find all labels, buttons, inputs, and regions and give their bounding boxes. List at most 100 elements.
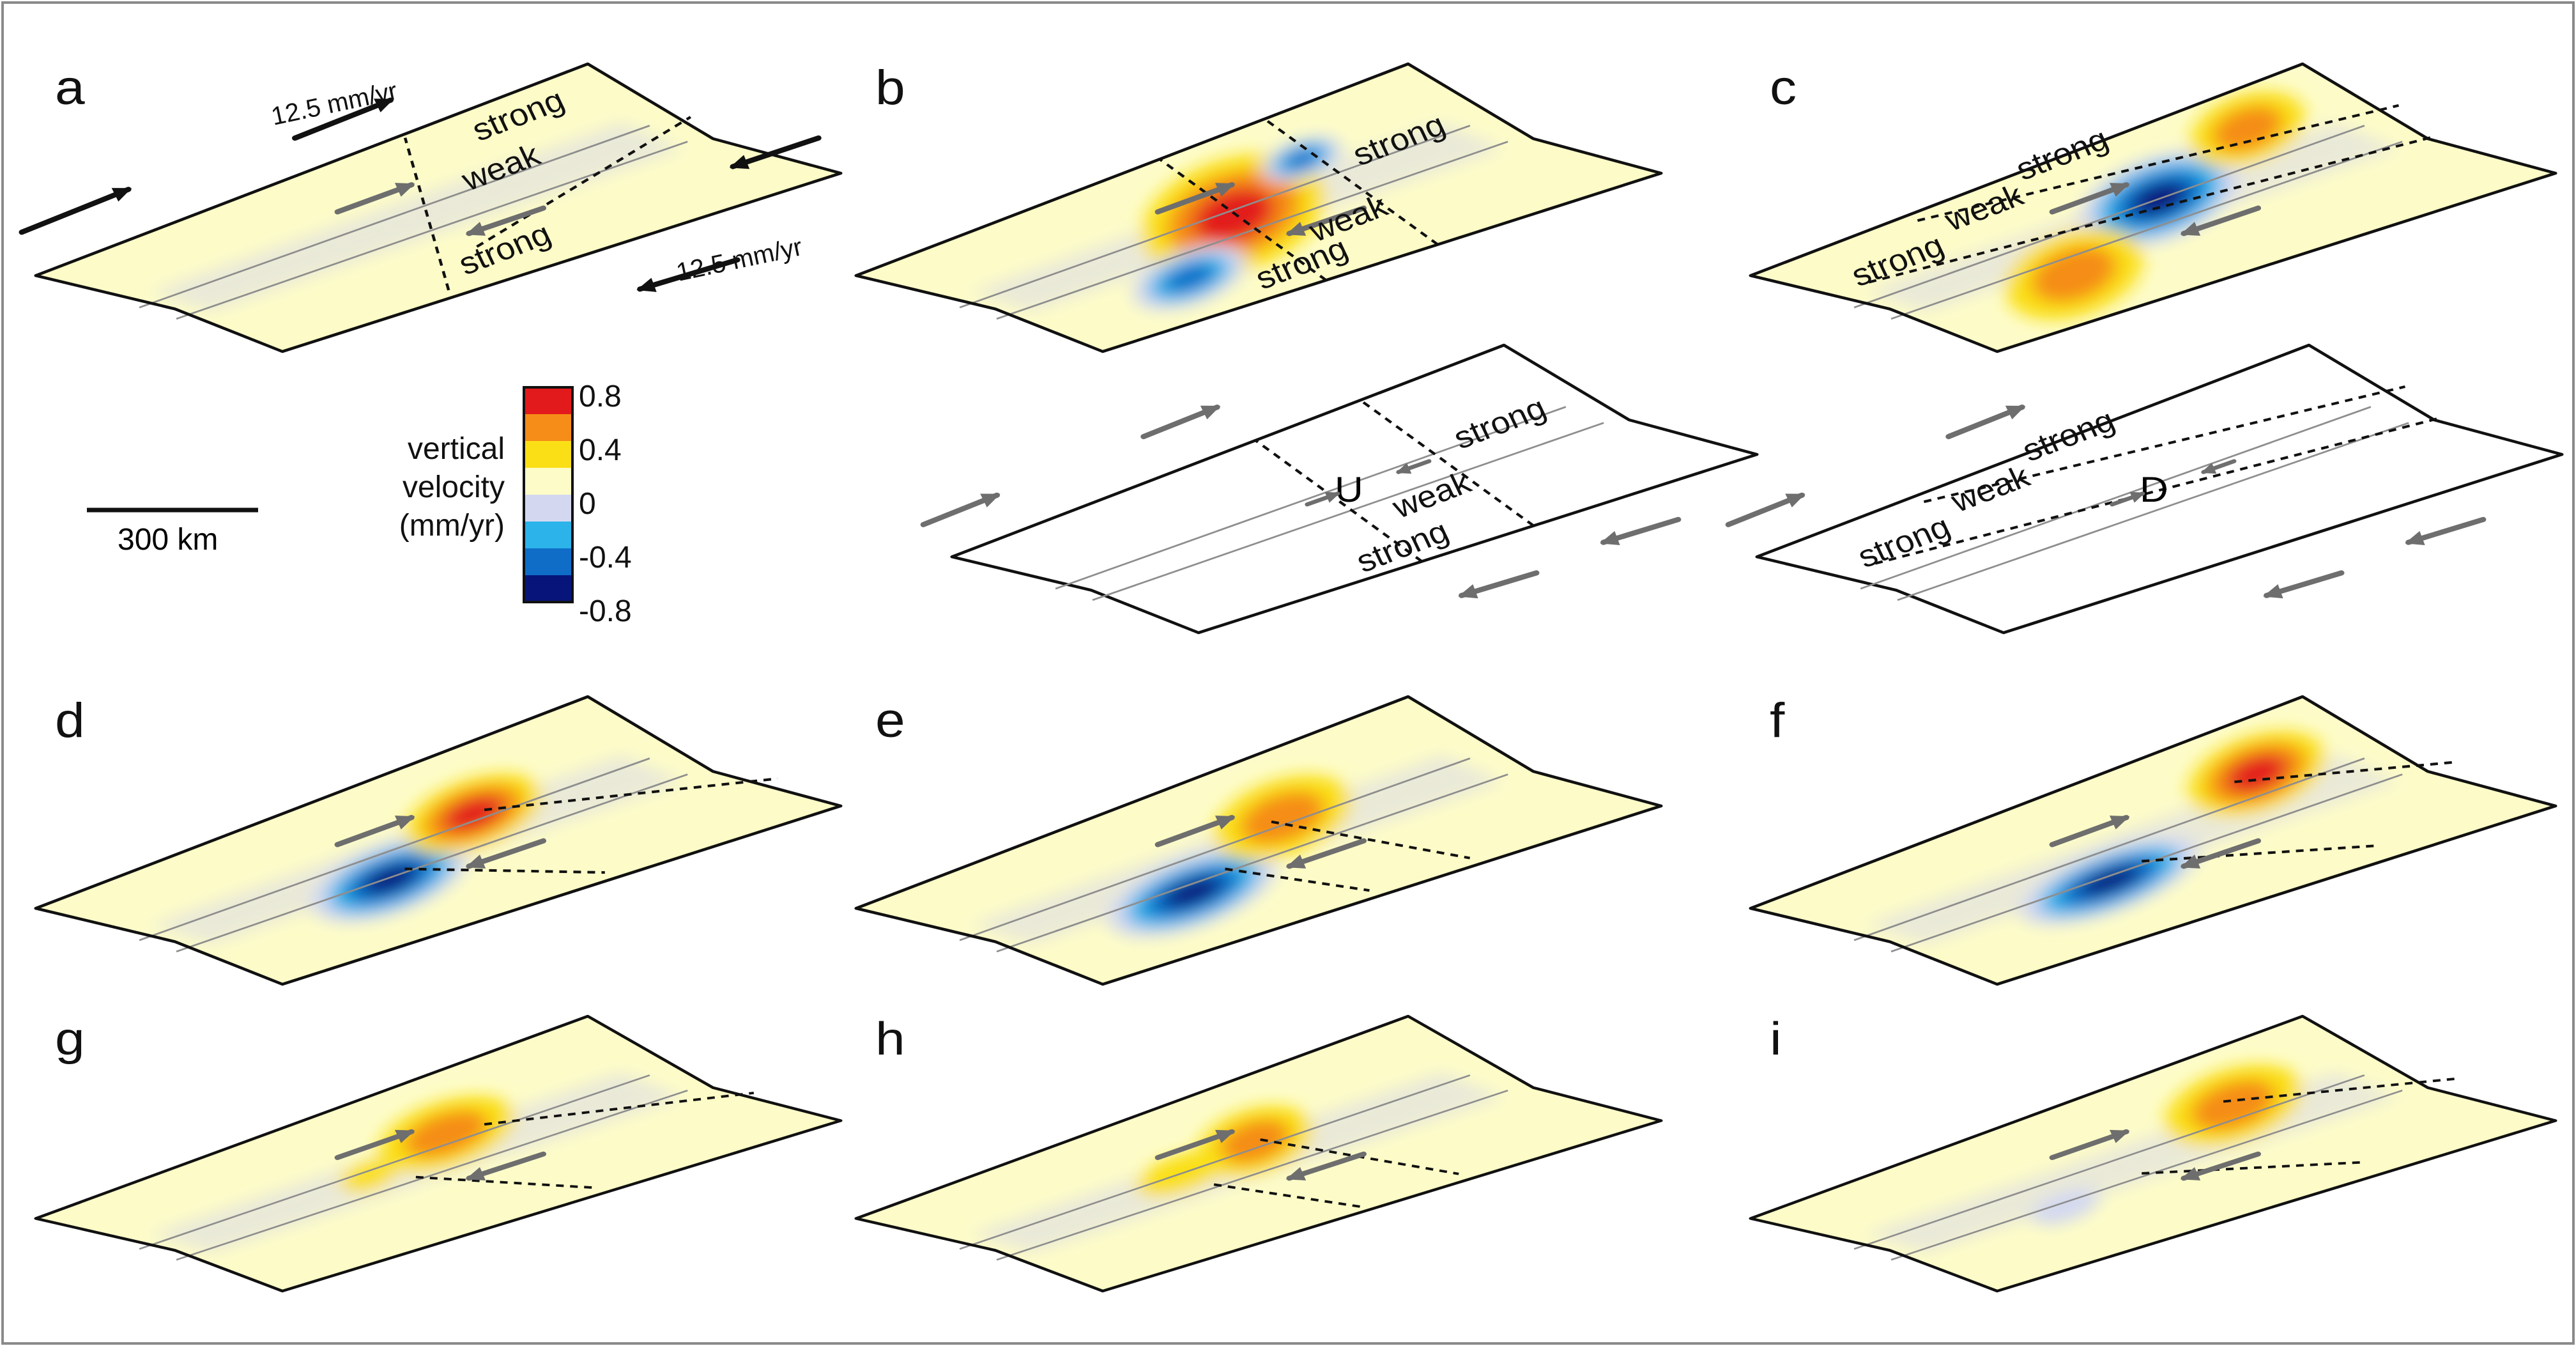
- sketch-b-plate-arrow-bottom-head: [1458, 584, 1478, 599]
- panel-b-fault-line-0: [996, 141, 1508, 320]
- panel-c-fault-line-1: [1853, 125, 2365, 309]
- sketch-c-inner-arrow-left-head: [2200, 463, 2217, 474]
- panel-g-contour-0-2: [404, 1110, 488, 1158]
- colorbar-swatch-2: [524, 441, 572, 468]
- panel-a-gray-zone: [150, 122, 684, 312]
- panel-d-fault-line-0: [176, 773, 688, 953]
- panel-a-arrow-left-head: [465, 222, 486, 236]
- panel-i-contour-1-1: [2031, 1189, 2099, 1225]
- sketch-b-plate-arrow-bottom-right-head: [1600, 530, 1620, 545]
- panel-f-fault-line-1: [1853, 757, 2365, 941]
- sketch-b-inner-arrow-right-head: [1324, 491, 1340, 503]
- panel-i-fault-line-1: [1853, 1074, 2365, 1250]
- panel-c-contour-1-2: [2032, 246, 2117, 303]
- colorbar: vertical velocity (mm/yr) 0.8 0.4 0 -0.4…: [399, 380, 632, 628]
- panel-c-contour-2-2: [2212, 105, 2283, 152]
- panel-c-fault-line-0: [1890, 141, 2403, 320]
- panel-g-fault-line-0: [176, 1089, 688, 1261]
- panel-e: e: [854, 693, 1663, 986]
- panel-e-segment-boundary-0: [1225, 867, 1370, 892]
- panel-g-label: g: [55, 1013, 85, 1065]
- panel-d-contour-0-4: [362, 864, 418, 895]
- panel-h-arrow-right-head: [1215, 1129, 1236, 1143]
- panel-b-contour-2-3: [1284, 149, 1319, 170]
- colorbar-swatch-6: [524, 548, 572, 575]
- sketch-c-segment-boundary-1: [1923, 385, 2406, 504]
- panel-e-outline: [854, 695, 1663, 986]
- panel-h-segment-boundary-0: [1213, 1183, 1367, 1209]
- panel-f-arrow-left-head: [2180, 855, 2201, 869]
- colorbar-frame: [523, 386, 574, 603]
- panel-e-arrow-left-head: [1285, 855, 1307, 869]
- panel-a-fault-line-1: [139, 125, 650, 309]
- panel-i-arrow-left-head: [2180, 1167, 2201, 1180]
- panel-a-segment-boundary-1: [476, 116, 692, 248]
- panel-c-segment-boundary-1: [1917, 104, 2400, 222]
- sketch-c-fault-line-0: [1897, 422, 2409, 601]
- panel-b-label: b: [875, 61, 905, 114]
- panel-c-arrow-left-head: [2180, 222, 2201, 236]
- colorbar-swatch-5: [524, 522, 572, 548]
- panel-i-contour-0-2: [2191, 1079, 2276, 1131]
- sketch-b-plate-arrow-top-right-head: [1200, 405, 1221, 420]
- panel-g-arrow-left-head: [465, 1167, 486, 1180]
- panel-a-plate-arrow-top-right-head: [374, 98, 394, 112]
- colorbar-swatch-3: [524, 468, 572, 495]
- sketch-b-segment-boundary-0: [1254, 439, 1423, 562]
- panel-e-segment-boundary-1: [1271, 820, 1471, 860]
- panel-d-arrow-left-head: [465, 855, 486, 869]
- panel-g-arrow-right-head: [394, 1129, 415, 1143]
- sketch-b-fault-line-1: [1055, 406, 1567, 590]
- panel-c-label: c: [1770, 61, 1797, 114]
- sketch-b-inner-arrow-left-head: [1395, 463, 1412, 474]
- panel-f-fault-line-0: [1890, 773, 2403, 953]
- sketch-c-plate-arrow-top-right-head: [2005, 405, 2026, 420]
- panel-a-arrow-right-head: [394, 183, 415, 197]
- panel-g-outline: [34, 1014, 843, 1293]
- sketch-b-plate-arrow-top-left-head: [980, 493, 1000, 507]
- panel-f-label: f: [1770, 693, 1785, 747]
- panel-h-fault-line-1: [959, 1074, 1471, 1250]
- panel-f-contour-1-3: [2226, 754, 2287, 793]
- panel-h-label: h: [875, 1013, 905, 1065]
- scale-bar-label: 300 km: [118, 523, 218, 557]
- colorbar-swatch-4: [524, 495, 572, 522]
- panel-c-arrow-right-head: [2109, 183, 2130, 197]
- panel-h-arrow-left-head: [1285, 1167, 1307, 1180]
- colorbar-tick-neg0.8: -0.8: [579, 594, 632, 628]
- colorbar-swatch-7: [524, 575, 572, 602]
- panel-g-contour-1-1: [340, 1159, 397, 1193]
- panel-e-label: e: [875, 693, 905, 747]
- panel-f-arrow-right-head: [2109, 816, 2130, 830]
- panel-a-label: a: [55, 61, 85, 114]
- panel-i-segment-boundary-1: [2223, 1078, 2455, 1103]
- panel-h-outline: [854, 1014, 1663, 1293]
- colorbar-tick-0.8: 0.8: [579, 380, 622, 414]
- panel-g-segment-boundary-1: [484, 1092, 755, 1126]
- panel-e-contour-0-4: [1163, 877, 1222, 908]
- colorbar-swatches: [523, 386, 574, 603]
- panel-f: f: [1749, 693, 2557, 986]
- sketch-b-marker: U: [1335, 470, 1363, 509]
- sketch-b-outline: [950, 343, 1759, 635]
- panel-g: g: [34, 1013, 843, 1293]
- panel-i: i: [1749, 1013, 2557, 1293]
- panel-d-fault-line-1: [139, 757, 650, 941]
- panel-a-plate-arrow-right: [730, 135, 822, 169]
- panel-d-contour-1-3: [443, 796, 503, 832]
- panel-b-arrow-right-head: [1215, 183, 1236, 197]
- panel-f-outline: [1749, 695, 2557, 986]
- panel-a-plate-arrow-top-left: [19, 187, 132, 235]
- panel-a-plate-arrow-bottom-head: [636, 277, 657, 292]
- colorbar-tick-0.4: 0.4: [579, 433, 622, 467]
- panel-g-fault-line-1: [139, 1074, 650, 1250]
- panel-h-contour-0-2: [1219, 1119, 1290, 1164]
- panel-i-fault-line-0: [1890, 1089, 2403, 1261]
